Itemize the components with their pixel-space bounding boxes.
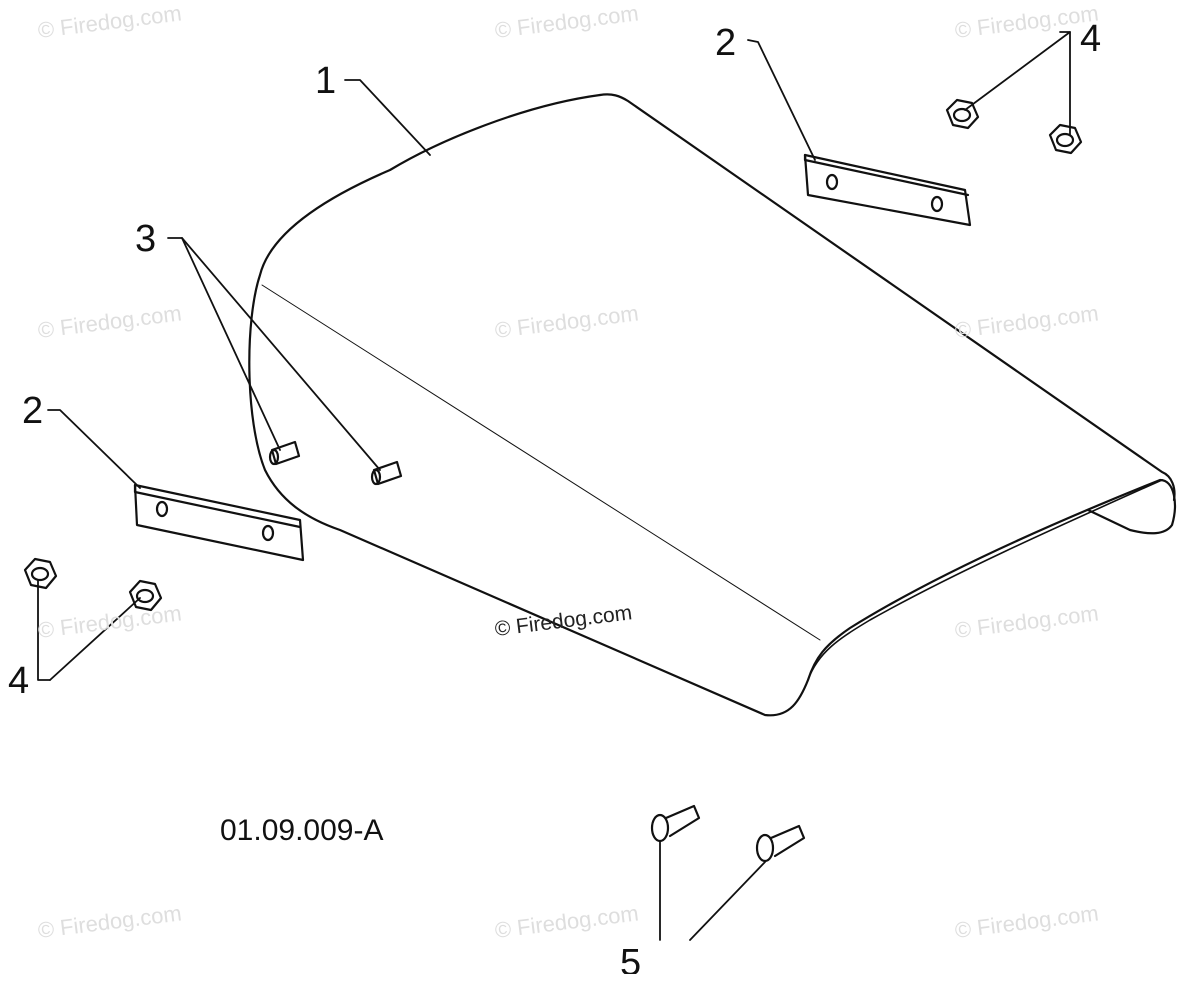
diagram-reference-code: 01.09.009-A [220,814,384,847]
leader-lines [37,31,1071,941]
bracket-right-part [803,153,972,227]
callout-5: 5 [620,944,642,974]
nut-part [23,98,1083,612]
callout-3: 3 [135,218,157,260]
callout-1: 1 [315,60,337,102]
pin-part [268,440,403,486]
seat-cover-part [248,93,1176,717]
callout-2-left: 2 [22,390,44,432]
bolt-part [650,804,806,863]
callout-4-left: 4 [8,660,30,702]
callout-4-right: 4 [1080,18,1102,60]
callout-2-right: 2 [715,22,737,64]
bracket-left-part [133,483,305,562]
